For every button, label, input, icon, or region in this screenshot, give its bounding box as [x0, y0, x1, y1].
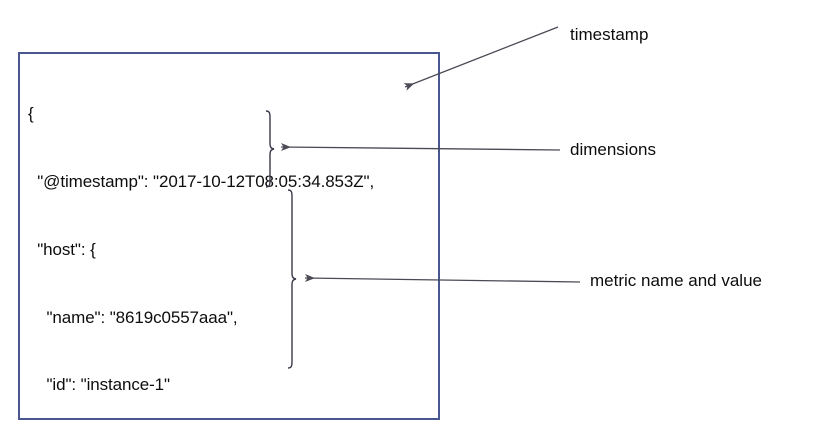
json-line-host-id: "id": "instance-1" [28, 375, 170, 395]
json-line: { [28, 104, 34, 124]
json-line-host-open: "host": { [28, 239, 96, 259]
json-line-timestamp: "@timestamp": "2017-10-12T08:05:34.853Z"… [28, 171, 375, 191]
annotation-label-dimensions: dimensions [570, 140, 656, 159]
annotation-label-metric: metric name and value [590, 271, 762, 290]
json-line-host-name: "name": "8619c0557aaa", [28, 307, 238, 327]
json-code-block: { "@timestamp": "2017-10-12T08:05:34.853… [28, 58, 428, 437]
json-document-box [18, 52, 440, 420]
annotation-label-timestamp: timestamp [570, 25, 649, 44]
